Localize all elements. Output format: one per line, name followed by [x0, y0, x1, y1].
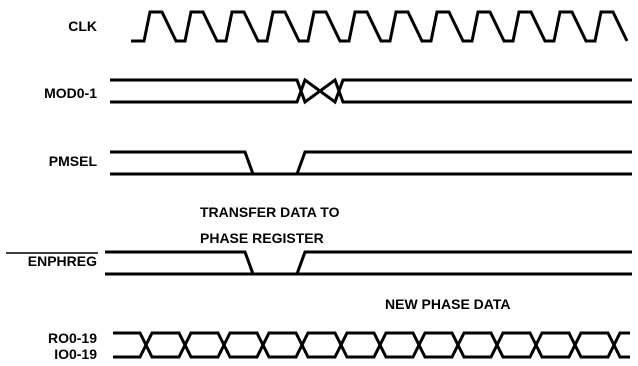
label-pmsel: PMSEL	[49, 153, 98, 169]
label-ro: RO0-19	[48, 330, 97, 346]
clk-waveform	[131, 10, 629, 43]
annotation-new-phase: NEW PHASE DATA	[385, 296, 510, 312]
ro-io-bus-waveform	[113, 331, 630, 359]
label-io: IO0-19	[54, 346, 97, 362]
pmsel-waveform	[110, 150, 632, 176]
annotation-transfer-line2: PHASE REGISTER	[200, 230, 324, 246]
enphreg-waveform	[105, 250, 632, 276]
label-clk: CLK	[68, 18, 97, 34]
annotation-transfer-line1: TRANSFER DATA TO	[200, 204, 340, 220]
label-mod: MOD0-1	[44, 85, 97, 101]
label-enphreg: ENPHREG	[28, 253, 97, 269]
mod-waveform	[110, 77, 632, 105]
